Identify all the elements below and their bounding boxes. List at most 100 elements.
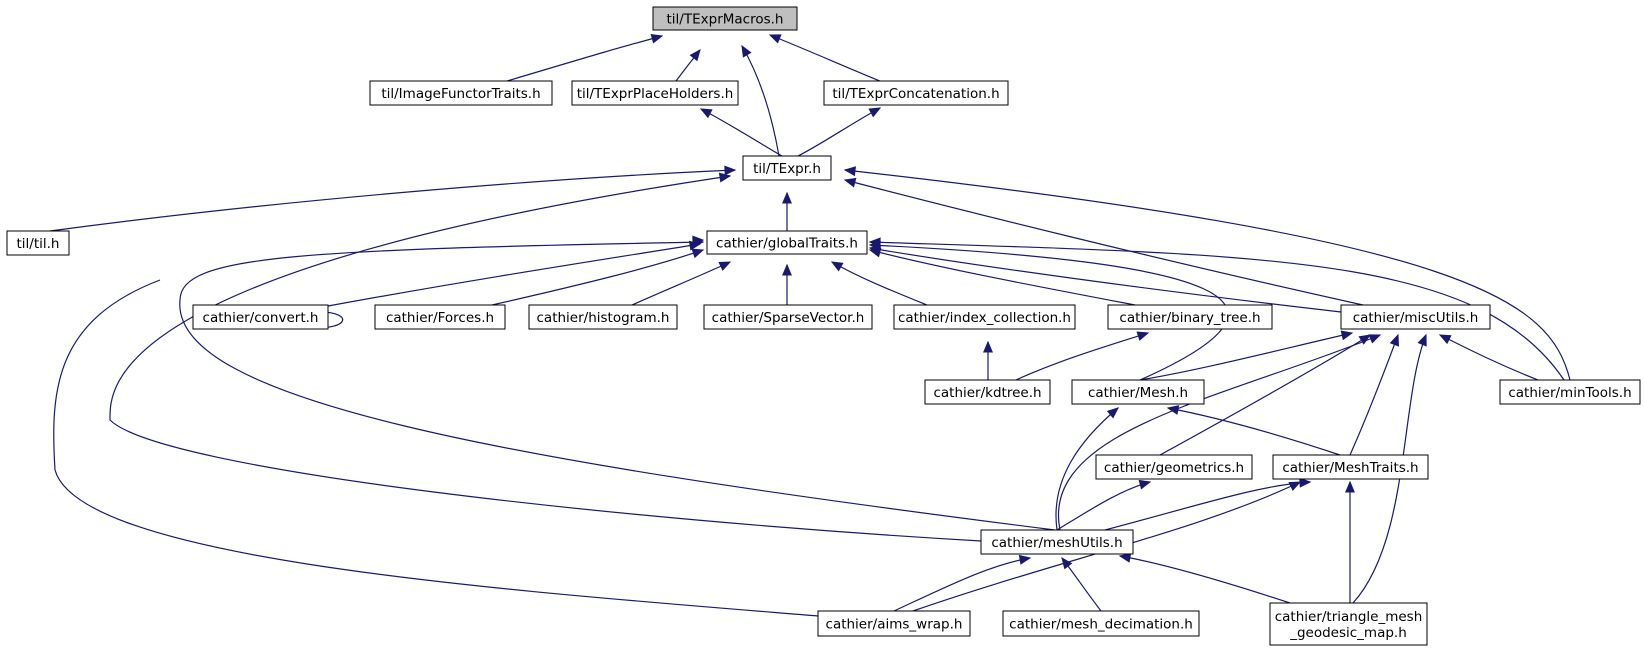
node-box <box>374 304 506 330</box>
arrowhead-trianglemesh-to-meshtraits <box>1345 480 1355 493</box>
node-kdtree[interactable]: cathier/kdtree.h <box>924 379 1051 405</box>
arrowhead-indexcollection-to-globaltraits <box>830 261 844 272</box>
edge-forces-to-globaltraits <box>491 249 704 306</box>
node-til[interactable]: til/til.h <box>6 230 70 256</box>
node-mesh[interactable]: cathier/Mesh.h <box>1071 379 1205 405</box>
edge-aimswrap-to-meshutils <box>893 557 1031 612</box>
arrowhead-geometrics-to-miscutils <box>1358 334 1372 345</box>
edge-convert-to-globaltraits <box>327 243 701 307</box>
node-label: cathier/aims_wrap.h <box>826 617 963 633</box>
edge-miscutils-to-texpr <box>844 179 1364 306</box>
edge-meshtraits-to-mesh <box>1167 407 1341 456</box>
node-label: cathier/miscUtils.h <box>1353 310 1479 326</box>
node-sparsevector[interactable]: cathier/SparseVector.h <box>703 304 873 330</box>
node-box <box>706 230 868 255</box>
arrowhead-texpr-to-texprmacros <box>741 44 752 58</box>
arrowhead-mintools-to-miscutils <box>1438 334 1452 345</box>
node-box <box>528 304 678 330</box>
arrowhead-texprplaceholders-to-texprmacros <box>689 48 701 62</box>
edge-miscutils-to-globaltraits <box>869 247 1342 313</box>
edge-binarytree-to-globaltraits <box>869 249 1136 306</box>
node-aimswrap[interactable]: cathier/aims_wrap.h <box>817 610 971 637</box>
node-indexcollection[interactable]: cathier/index_collection.h <box>893 304 1076 330</box>
node-geometrics[interactable]: cathier/geometrics.h <box>1095 454 1253 480</box>
edge-meshtraits-to-miscutils <box>1349 334 1399 456</box>
edge-mintools-to-texpr <box>844 169 1571 381</box>
node-label: til/TExpr.h <box>753 161 821 177</box>
edge-indexcollection-to-globaltraits <box>831 261 928 306</box>
node-meshdecimation[interactable]: cathier/mesh_decimation.h <box>1002 610 1200 637</box>
edge-texpr-to-texprconcatenation <box>797 107 881 157</box>
node-meshutils[interactable]: cathier/meshUtils.h <box>980 529 1134 555</box>
node-label: cathier/triangle_mesh <box>1275 609 1423 625</box>
edge-meshutils-to-meshtraits <box>1104 481 1311 531</box>
node-box <box>1107 304 1273 330</box>
node-box <box>742 155 832 181</box>
node-box <box>369 80 553 106</box>
node-label: cathier/index_collection.h <box>898 310 1071 326</box>
arrowhead-meshutils-to-geometrics <box>1138 479 1152 490</box>
node-globaltraits[interactable]: cathier/globalTraits.h <box>706 230 868 255</box>
node-box <box>6 230 70 256</box>
node-label: cathier/MeshTraits.h <box>1282 460 1418 476</box>
arrowhead-mintools-to-globaltraits <box>868 237 881 248</box>
node-binarytree[interactable]: cathier/binary_tree.h <box>1107 304 1273 330</box>
arrowhead-meshtraits-to-mesh <box>1166 405 1180 415</box>
arrowhead-forces-to-globaltraits <box>691 248 705 259</box>
node-texprplaceholders[interactable]: til/TExprPlaceHolders.h <box>571 80 739 106</box>
node-label: cathier/convert.h <box>203 310 319 326</box>
edge-texprconcatenation-to-texprmacros <box>769 34 881 82</box>
node-label: cathier/Mesh.h <box>1088 385 1188 401</box>
node-texprmacros[interactable]: til/TExprMacros.h <box>652 6 798 31</box>
edge-meshutils-to-miscutils <box>1057 334 1381 531</box>
node-histogram[interactable]: cathier/histogram.h <box>528 304 678 330</box>
arrowhead-meshdecimation-to-meshutils <box>1061 556 1073 570</box>
arrowhead-meshutils-to-meshtraits <box>1299 477 1312 488</box>
arrowhead-meshutils-to-mesh <box>1106 407 1119 419</box>
node-box <box>1095 454 1253 480</box>
edge-mesh-to-miscutils <box>1139 332 1353 381</box>
edge-meshutils-to-globaltraits <box>179 241 1056 531</box>
arrowhead-texprconcatenation-to-texprmacros <box>768 34 782 44</box>
node-box <box>1272 454 1429 480</box>
node-label: cathier/kdtree.h <box>933 385 1041 401</box>
node-box <box>652 6 798 31</box>
node-box <box>893 304 1076 330</box>
arrowhead-aimswrap-to-meshutils <box>1018 554 1032 565</box>
node-label: cathier/geometrics.h <box>1104 460 1244 476</box>
node-label: til/TExprMacros.h <box>667 12 784 28</box>
edge-meshutils-to-mesh <box>1055 407 1119 531</box>
edge-mintools-to-globaltraits <box>869 241 1565 381</box>
node-convert[interactable]: cathier/convert.h <box>192 304 329 330</box>
arrowhead-til-to-texpr <box>724 165 737 176</box>
node-box <box>823 80 1009 106</box>
arrowhead-meshutils-to-texpr <box>718 172 732 183</box>
edge-trianglemesh-to-meshutils <box>1119 555 1291 604</box>
node-box <box>1499 379 1641 405</box>
node-miscutils[interactable]: cathier/miscUtils.h <box>1340 304 1491 330</box>
node-texprconcatenation[interactable]: til/TExprConcatenation.h <box>823 80 1009 106</box>
node-label: cathier/binary_tree.h <box>1119 310 1260 326</box>
node-trianglemesh[interactable]: cathier/triangle_mesh_geodesic_map.h <box>1269 602 1428 646</box>
node-imagefunctortraits[interactable]: til/ImageFunctorTraits.h <box>369 80 553 106</box>
node-texpr[interactable]: til/TExpr.h <box>742 155 832 181</box>
arrowhead-globaltraits-to-texpr <box>782 191 792 204</box>
arrowhead-texpr-to-texprconcatenation <box>868 107 882 118</box>
node-box <box>924 379 1051 405</box>
edge-histogram-to-globaltraits <box>631 261 731 306</box>
edge-imagefunctortraits-to-texprmacros <box>506 35 663 82</box>
node-forces[interactable]: cathier/Forces.h <box>374 304 506 330</box>
node-box <box>1071 379 1205 405</box>
arrowhead-trianglemesh-to-miscutils <box>1417 333 1427 347</box>
arrowhead-kdtree-to-binarytree <box>1136 331 1150 341</box>
arrowhead-imagefunctortraits-to-texprmacros <box>650 34 664 44</box>
edge-kdtree-to-binarytree <box>1015 332 1149 381</box>
node-mintools[interactable]: cathier/minTools.h <box>1499 379 1641 405</box>
node-box <box>1269 602 1428 646</box>
edge-mesh-to-globaltraits <box>869 244 1229 381</box>
edge-layer <box>49 34 1571 617</box>
node-box <box>703 304 873 330</box>
arrowhead-trianglemesh-to-meshutils <box>1118 552 1132 563</box>
node-meshtraits[interactable]: cathier/MeshTraits.h <box>1272 454 1429 480</box>
node-box <box>817 610 971 637</box>
